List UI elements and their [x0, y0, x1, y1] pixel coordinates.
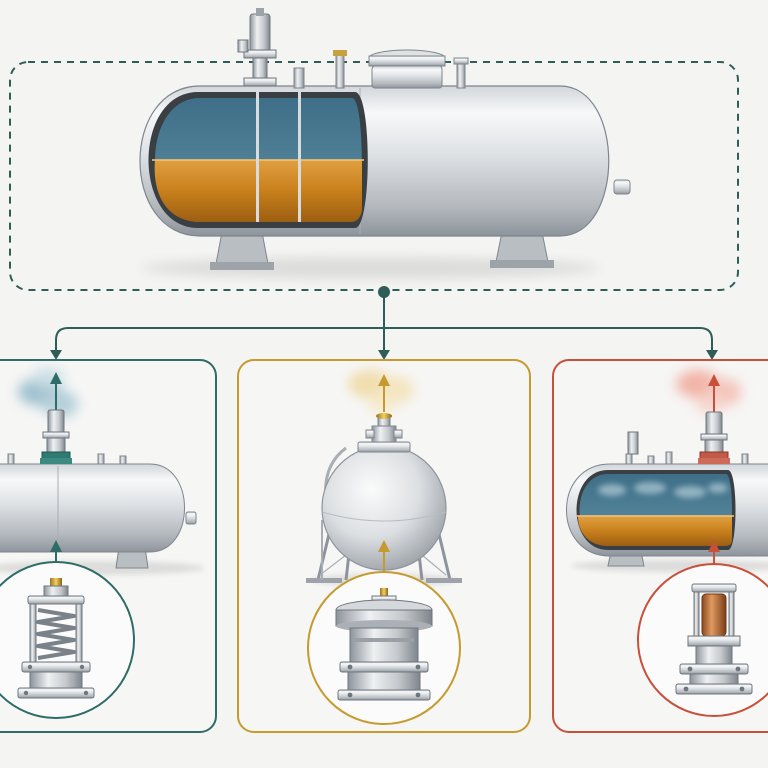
pressure-vacuum-vent-valve-icon — [307, 571, 461, 725]
plume-center — [348, 370, 414, 414]
main-tank-saddle-right — [490, 231, 554, 268]
connector-arrow-right — [706, 350, 718, 360]
connector-arrow-center — [378, 350, 390, 360]
main-tank-manway — [368, 49, 446, 89]
cutaway-horizontal-tank-icon — [566, 411, 768, 572]
panel-right-arrow-up-icon — [708, 374, 720, 414]
rupture-disc-holder-icon — [637, 563, 768, 717]
panel-left-arrow-up-icon — [50, 372, 62, 410]
main-tank-saddle-left — [210, 231, 274, 270]
panel-right — [552, 359, 768, 733]
connector-tree — [55, 292, 713, 352]
panel-left — [0, 359, 217, 733]
connector-node — [378, 286, 390, 298]
main-tank — [139, 8, 631, 278]
main-relief-valve — [237, 8, 277, 87]
main-tank-cutaway — [148, 80, 368, 228]
main-frame — [9, 61, 739, 291]
panel-center-arrow-up-icon — [378, 374, 390, 412]
panel-center — [237, 359, 531, 733]
connector-arrow-left — [50, 350, 62, 360]
spring-loaded-relief-valve-icon — [0, 561, 135, 719]
